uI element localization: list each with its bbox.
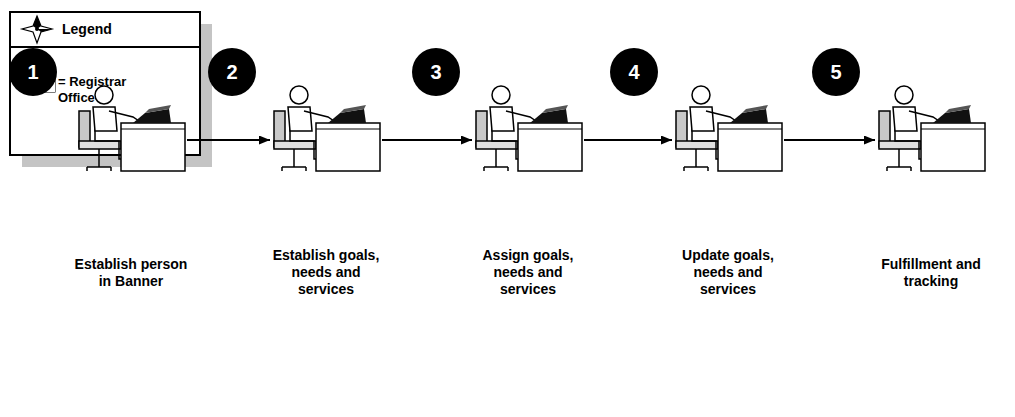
number-circle [610,48,658,96]
registrar-icon [476,86,582,171]
registrar-icon [676,86,782,171]
legend-text: = Registrar Office [58,74,153,106]
flow-arrow [382,139,472,141]
registrar-icon [79,86,185,171]
number-circle [9,48,57,96]
step-label: Update goals, needs and services [667,247,789,298]
step-caption: Update goals, needs and services [667,230,789,315]
number-circle [208,48,256,96]
step-label: Establish goals, needs and services [265,247,387,298]
number-circle [412,48,460,96]
compass-icon [22,16,52,43]
callout-number: 3 [412,48,460,96]
step-label: Assign goals, needs and services [467,247,589,298]
number-circle [812,48,860,96]
step-label: Fulfillment and tracking [870,256,992,290]
registrar-icon [879,86,985,171]
process-step: Update goals, needs and services [672,83,784,173]
legend-divider [10,46,200,48]
registrar-icon [274,86,380,171]
step-caption: Fulfillment and tracking [870,230,992,315]
flow-arrow [584,139,672,141]
step-caption: Assign goals, needs and services [467,230,589,315]
flow-arrow [784,139,875,141]
step-label: Establish person in Banner [70,256,192,290]
callout-number: 4 [610,48,658,96]
step-caption: Establish person in Banner [70,230,192,315]
legend-heading: Legend [62,21,112,37]
callout-number: 1 [9,48,57,96]
step-caption: Establish goals, needs and services [265,230,387,315]
process-step: Assign goals, needs and services [472,83,584,173]
process-step: Establish goals, needs and services [270,83,382,173]
flow-arrow [187,139,270,141]
process-step: Fulfillment and tracking [875,83,987,173]
callout-number: 5 [812,48,860,96]
callout-number: 2 [208,48,256,96]
